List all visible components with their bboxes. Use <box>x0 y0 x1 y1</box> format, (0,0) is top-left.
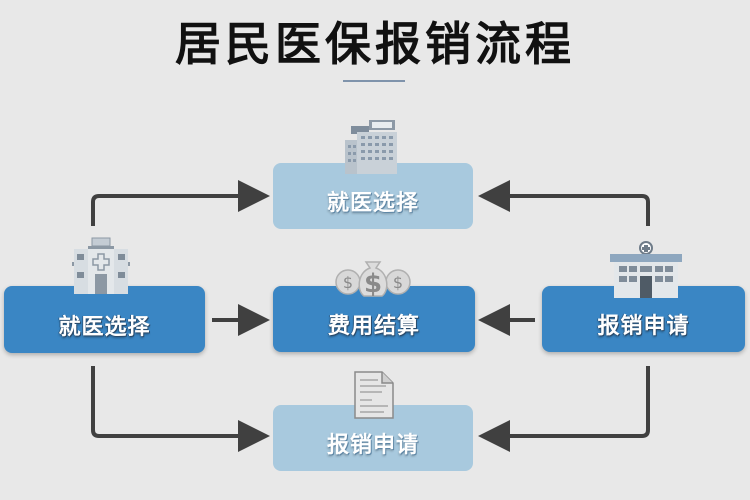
svg-text:$: $ <box>343 273 353 292</box>
svg-text:$: $ <box>364 269 382 298</box>
node-left-label: 就医选择 <box>58 314 151 340</box>
arrow-right-to-top <box>478 180 650 226</box>
node-top-label: 就医选择 <box>326 191 419 216</box>
node-bottom-label: 报销申请 <box>326 433 419 458</box>
arrow-left-to-top <box>91 180 270 226</box>
node-right: 报销申请 <box>542 286 745 352</box>
svg-text:$: $ <box>393 273 403 292</box>
title-underline <box>343 80 405 82</box>
node-center: 费用结算 <box>273 286 475 352</box>
clinic-icon <box>610 241 682 298</box>
money-bag-icon: $ $ $ <box>335 261 411 298</box>
node-center-label: 费用结算 <box>327 314 420 339</box>
node-top: 就医选择 <box>273 163 473 229</box>
node-right-label: 报销申请 <box>597 314 690 339</box>
arrow-right-to-bottom <box>478 366 650 452</box>
document-icon <box>354 371 394 419</box>
arrow-left-to-bottom <box>91 366 270 452</box>
office-building-icon <box>345 120 397 174</box>
page-title: 居民医保报销流程 <box>175 17 575 71</box>
node-left: 就医选择 <box>4 286 205 353</box>
hospital-icon <box>72 237 130 294</box>
